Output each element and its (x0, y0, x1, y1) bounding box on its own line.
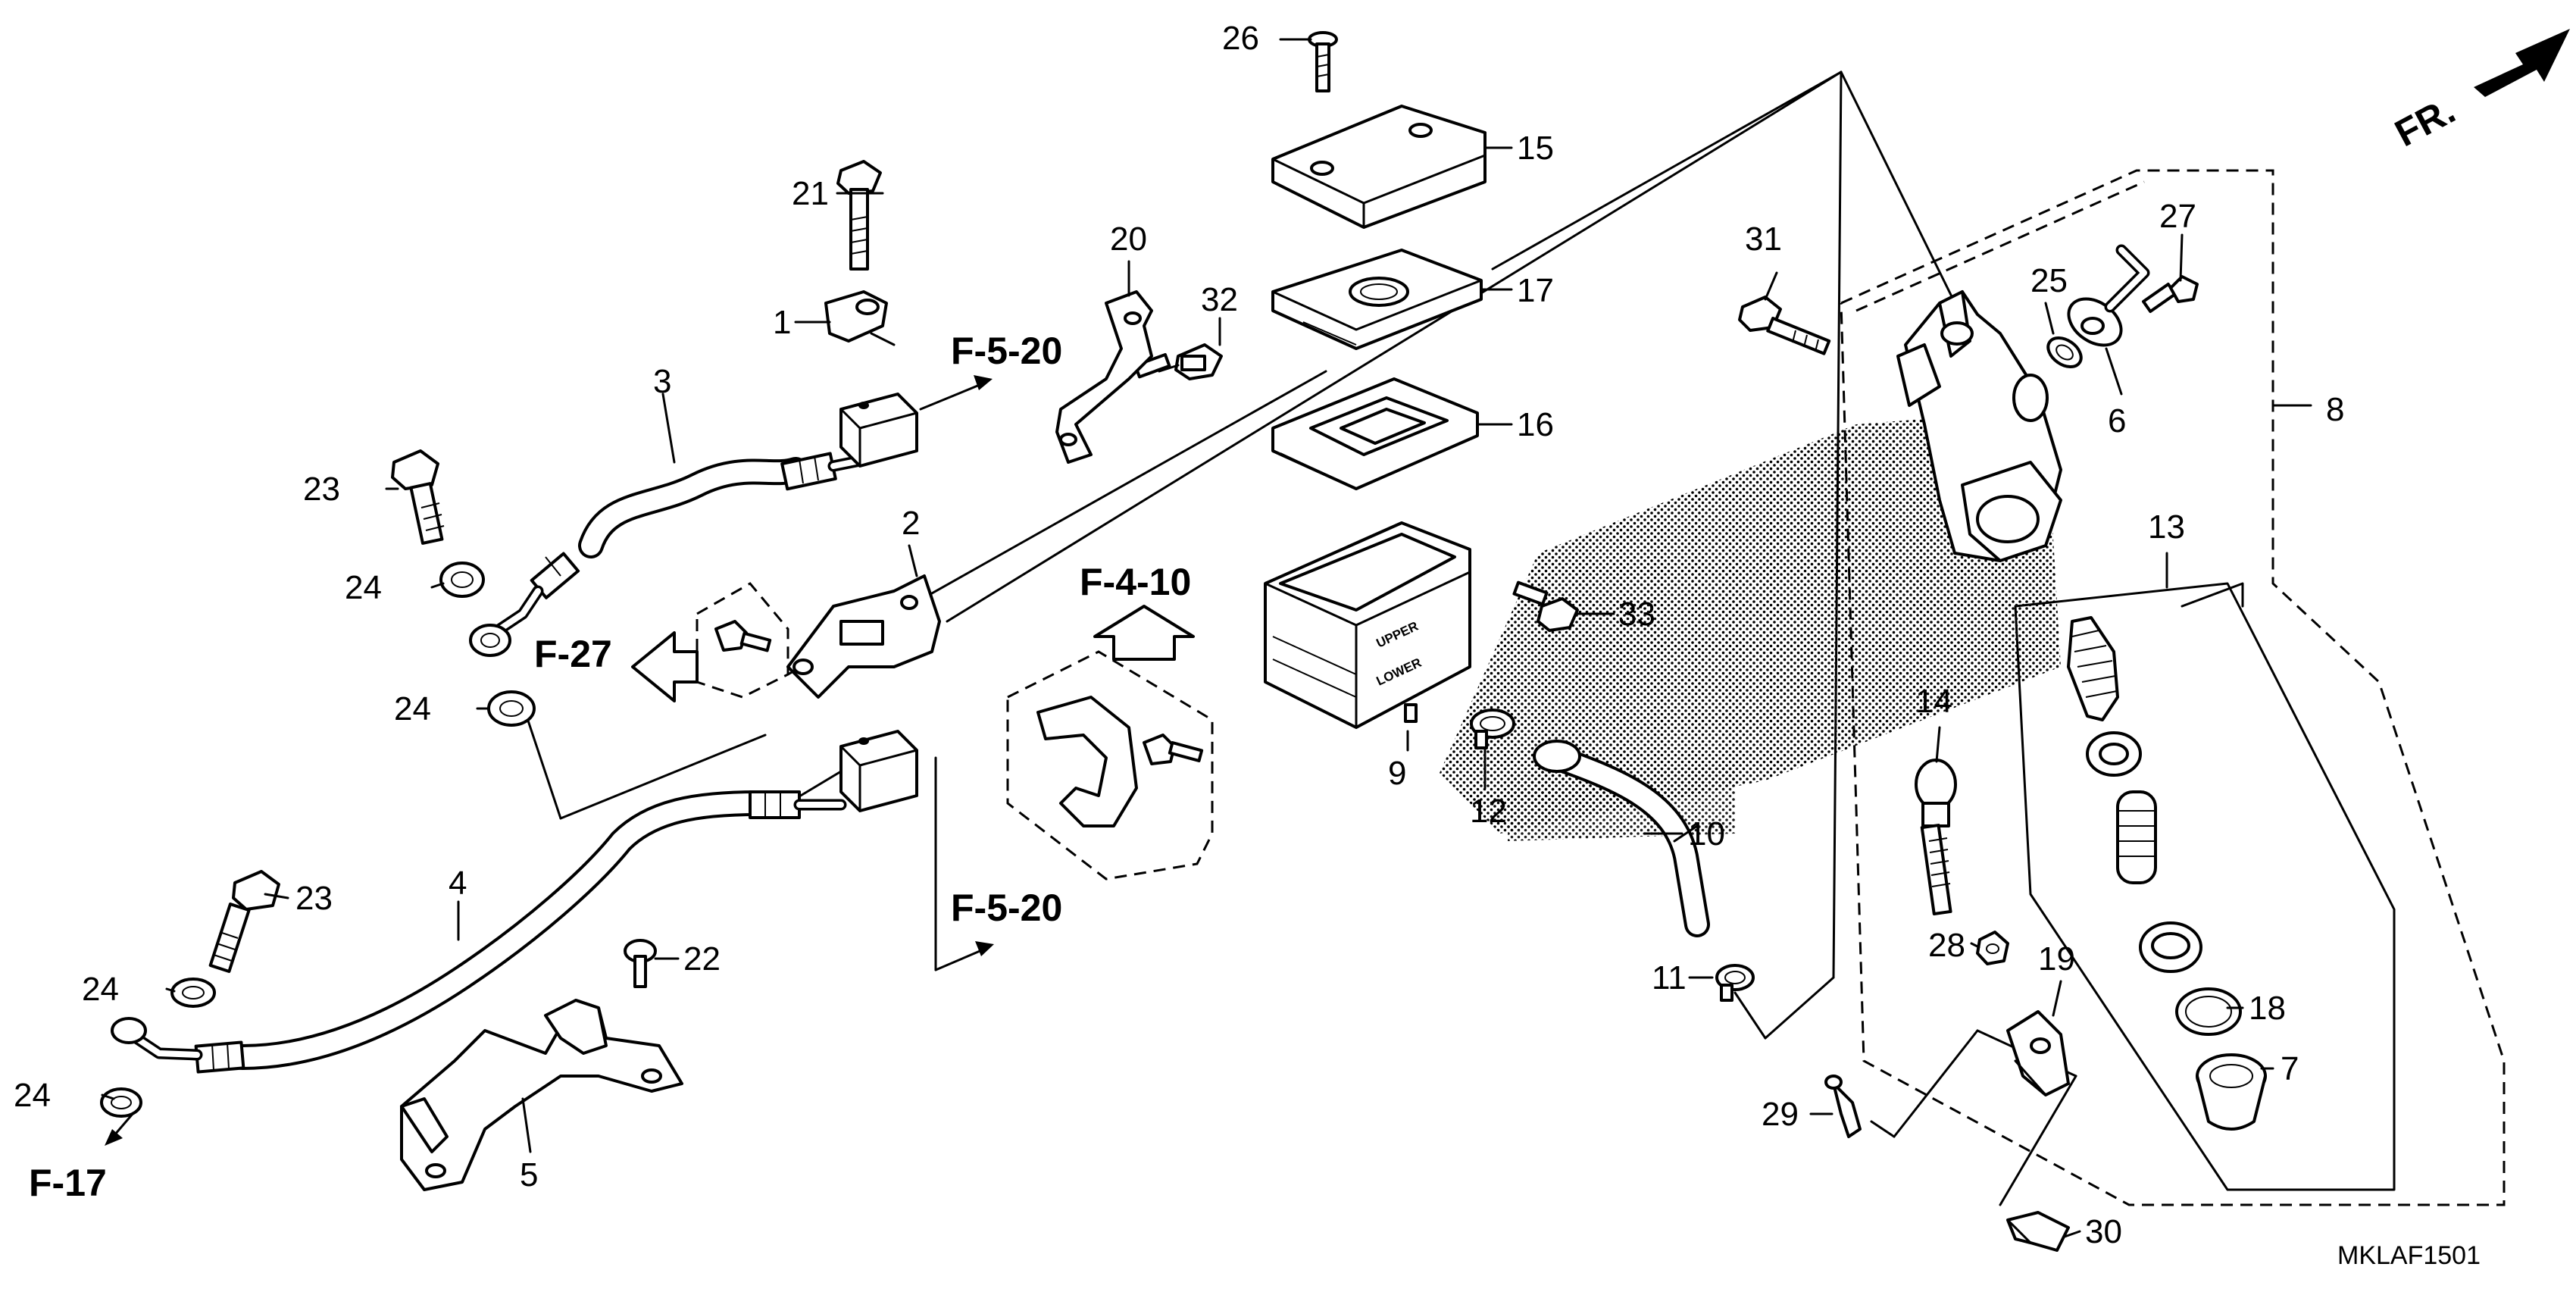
cotter-pin-29 (1824, 1075, 1862, 1138)
callout: 29 (1762, 1096, 1799, 1133)
ref-arrows (105, 375, 1195, 1146)
hose-clamp-upper (839, 393, 918, 468)
push-rod-14 (1915, 759, 1957, 915)
nut-28 (1976, 931, 2009, 965)
callout: 15 (1517, 130, 1554, 167)
diaphragm (1271, 377, 1479, 490)
washer-24-d (100, 1087, 142, 1118)
detail-box-f410 (1006, 650, 1214, 881)
callout: 27 (2159, 198, 2196, 235)
bolt-32 (1133, 343, 1223, 380)
callout: 1 (773, 304, 791, 341)
cylinder-set-outline (1840, 169, 2506, 1206)
direction-label: FR. (2388, 89, 2462, 155)
brake-hose-4 (111, 790, 847, 1074)
callout: 21 (792, 175, 829, 212)
callout: 13 (2148, 508, 2185, 546)
boot-7 (2196, 1053, 2267, 1131)
washer-24-b (487, 690, 536, 727)
screw-27 (2142, 275, 2199, 314)
washer-24-a (439, 562, 485, 598)
callout: 10 (1688, 815, 1725, 852)
callout: 2 (902, 505, 920, 542)
bolt-23-upper (391, 449, 445, 545)
clip-12 (1470, 709, 1515, 749)
callout: 18 (2249, 990, 2286, 1027)
callout: 20 (1110, 221, 1147, 258)
bolt-33 (1512, 580, 1579, 632)
guard-5 (400, 999, 683, 1191)
cross-references: F-5-20 F-5-20 F-4-10 F-27 F-17 (29, 330, 1191, 1204)
part-callouts: 26 15 17 16 9 33 12 10 11 20 32 21 1 3 2… (14, 20, 2344, 1250)
callout: 12 (1470, 793, 1507, 830)
callout: 19 (2038, 940, 2075, 978)
clip-30 (2006, 1211, 2070, 1252)
callout: 3 (653, 363, 671, 400)
callout: 4 (449, 865, 467, 902)
callout: 23 (303, 471, 340, 508)
callout: 33 (1618, 596, 1655, 633)
screw-26 (1308, 31, 1338, 92)
master-cylinder-body (1896, 290, 2062, 562)
diaphragm-plate (1271, 249, 1483, 350)
ref-f-5-20-upper: F-5-20 (951, 330, 1062, 372)
callout: 7 (2281, 1050, 2299, 1087)
bolt-31 (1738, 296, 1831, 355)
ref-f-4-10: F-4-10 (1080, 561, 1191, 603)
callout: 24 (82, 971, 119, 1008)
washer-24-c (170, 978, 216, 1008)
front-direction-arrow: FR. (2388, 29, 2570, 155)
callout: 28 (1928, 927, 1965, 964)
reservoir-hose (1533, 740, 1710, 937)
callout: 24 (345, 569, 382, 606)
brake-hose-3 (469, 452, 877, 657)
stay-20 (1055, 290, 1153, 464)
callout: 11 (1652, 959, 1687, 996)
circlip-18 (2175, 987, 2242, 1036)
piston-kit (2067, 616, 2202, 973)
callout: 8 (2326, 391, 2344, 428)
ref-f-17: F-17 (29, 1162, 107, 1204)
bolt-23-lower (208, 870, 280, 973)
leader-lines (101, 38, 2274, 1238)
detail-box-f27 (696, 582, 789, 699)
screw-22 (624, 939, 657, 988)
callout: 23 (295, 880, 333, 917)
callout: 24 (394, 690, 431, 727)
clip-11 (1715, 964, 1755, 1002)
hose-clamp-lower (839, 730, 918, 812)
reservoir: UPPER LOWER (1264, 521, 1471, 729)
callout: 24 (14, 1077, 51, 1114)
callout: 30 (2085, 1213, 2122, 1250)
callout: 14 (1915, 683, 1952, 720)
ref-f-5-20-lower: F-5-20 (951, 887, 1062, 929)
ref-f-27: F-27 (534, 633, 612, 675)
bolt-21 (836, 160, 882, 271)
reservoir-cap (1271, 105, 1487, 229)
callout: 25 (2030, 262, 2068, 299)
hose-joint-6 (2067, 244, 2150, 347)
callout: 22 (683, 940, 721, 978)
guide-plate-1 (824, 290, 896, 346)
callout: 26 (1222, 20, 1259, 57)
callout: 17 (1517, 272, 1554, 309)
callout: 6 (2108, 402, 2126, 440)
callout: 5 (520, 1156, 538, 1193)
assembly-lines (521, 70, 2077, 1206)
clevis-19 (2006, 1010, 2070, 1096)
callout: 16 (1517, 406, 1554, 443)
o-ring-25 (2046, 336, 2083, 369)
diagram-code: MKLAF1501 (2337, 1241, 2481, 1270)
callout: 31 (1745, 221, 1782, 258)
callout: 32 (1201, 281, 1238, 318)
callout: 9 (1388, 755, 1406, 792)
bracket-2 (786, 574, 941, 699)
